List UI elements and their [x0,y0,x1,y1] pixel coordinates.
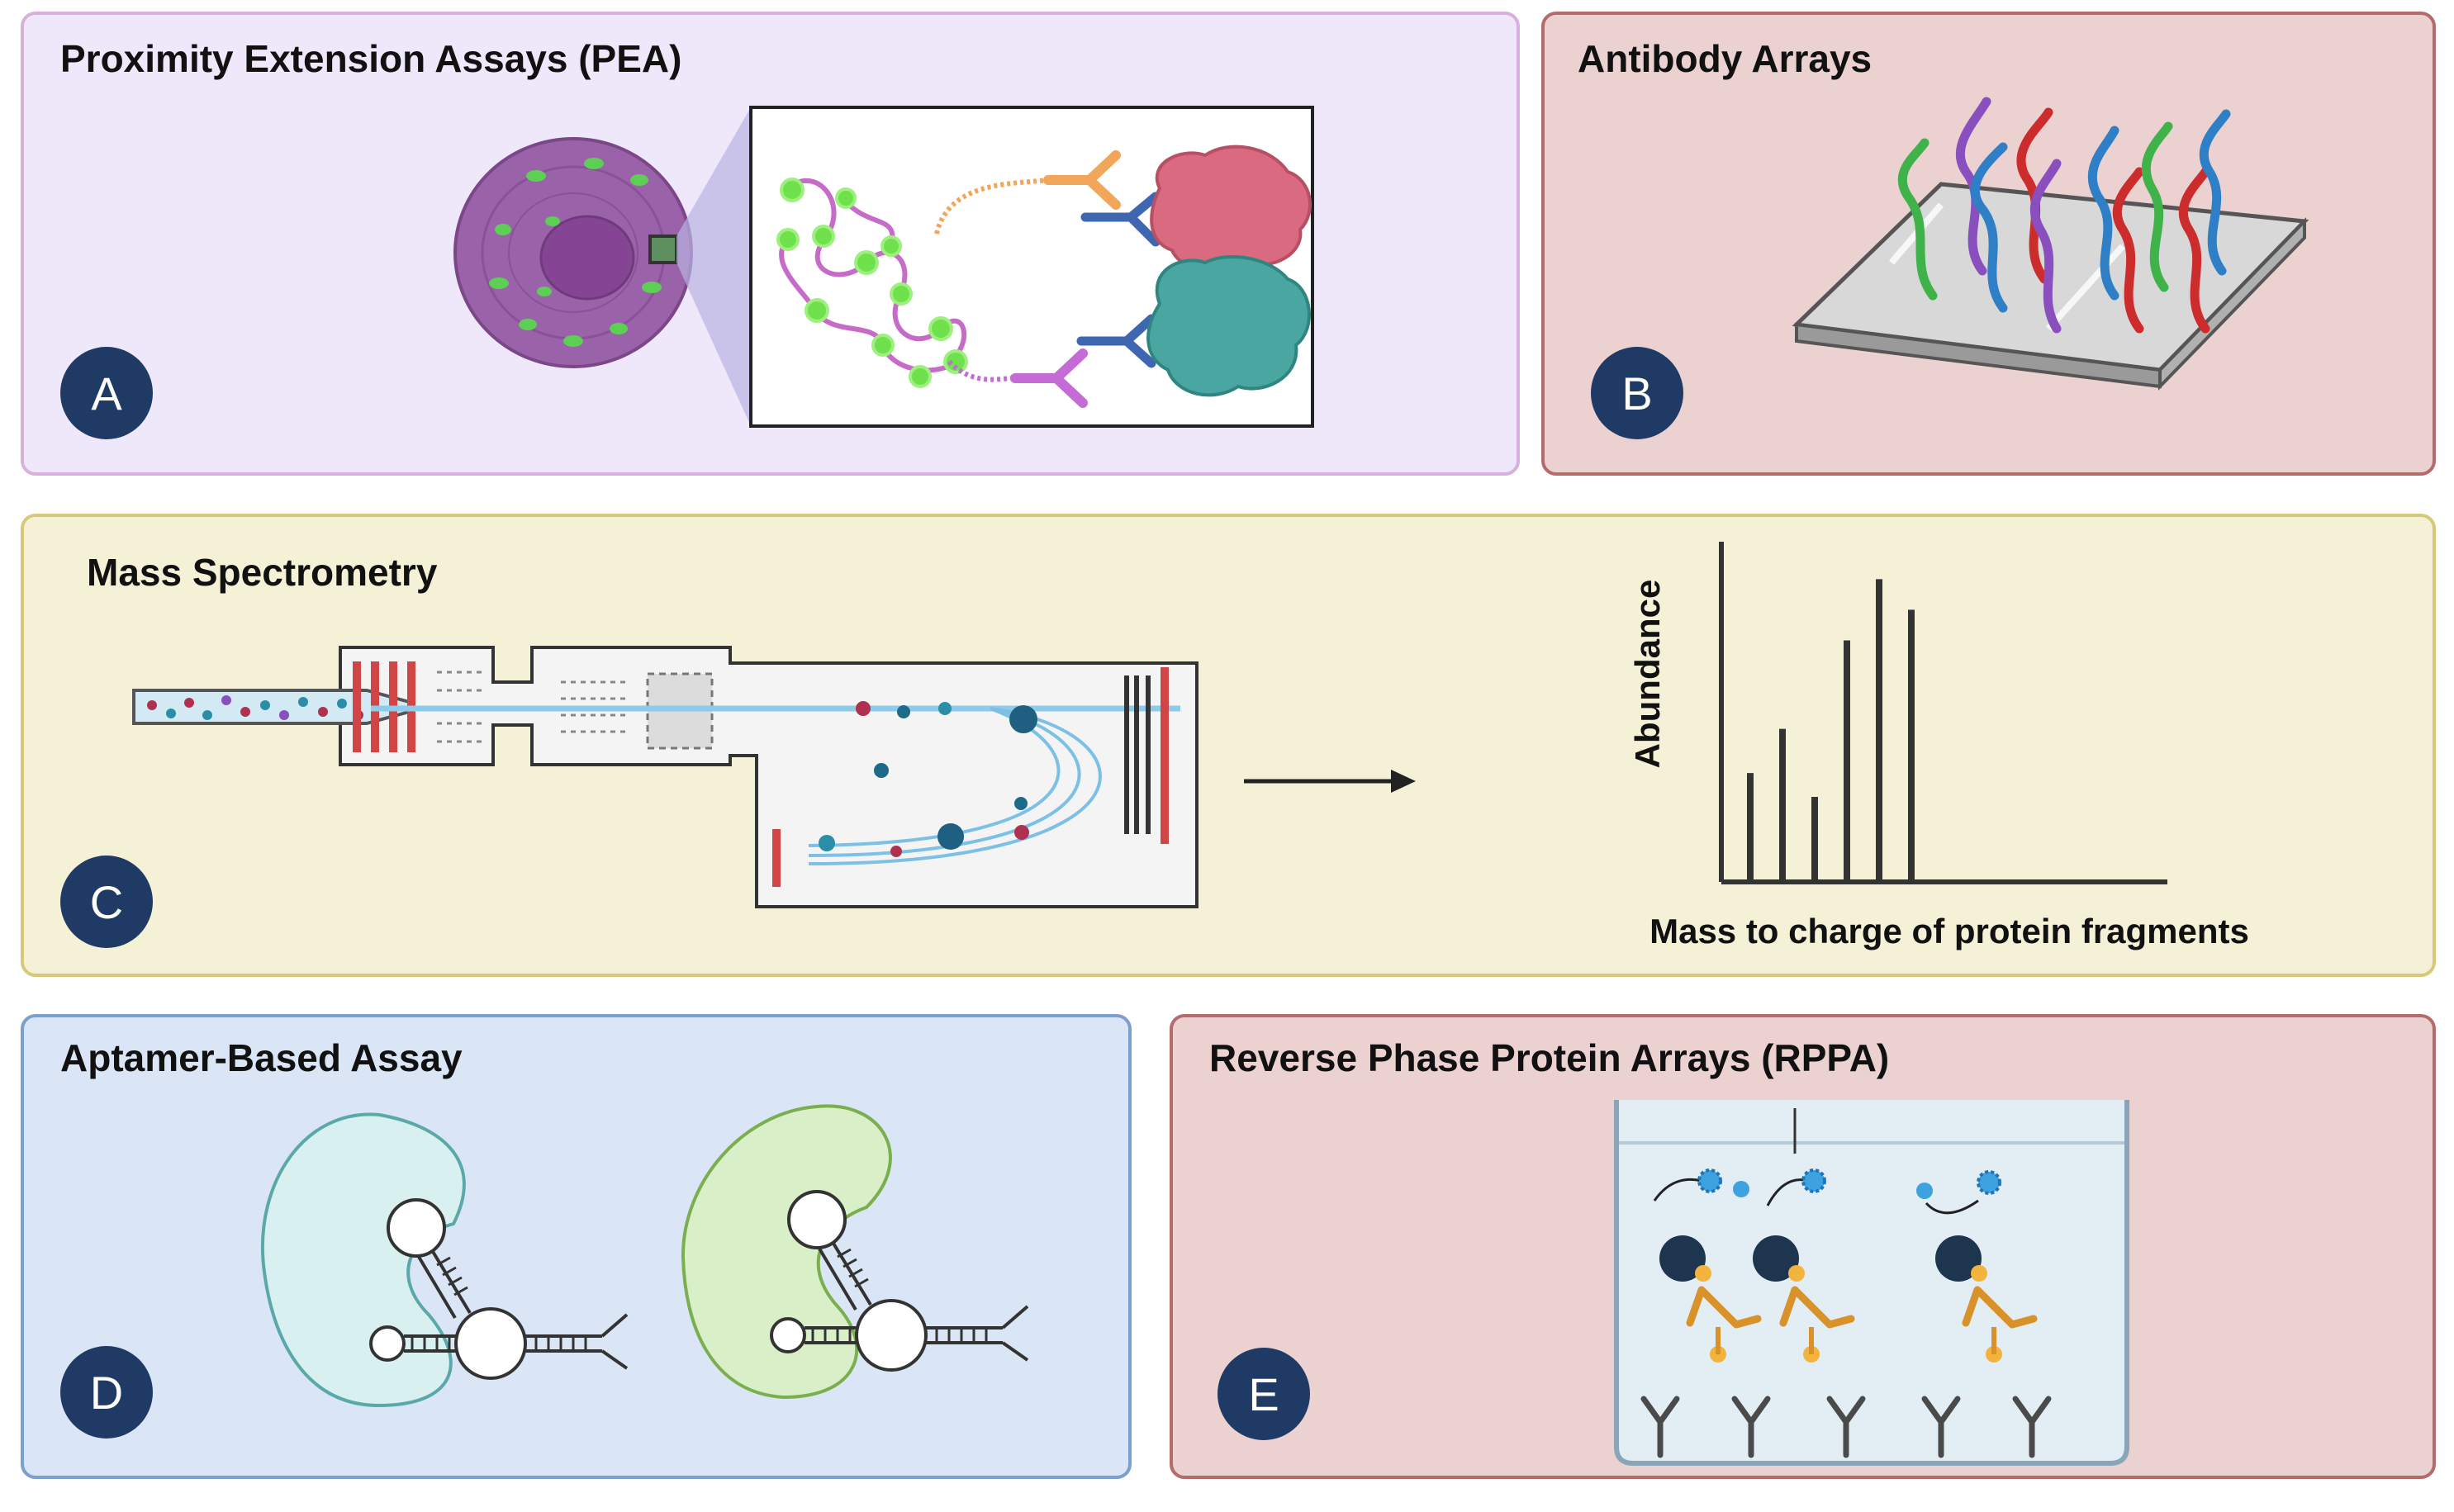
target-protein-teal [260,1112,466,1408]
aptamer-illustration [260,1104,1029,1408]
rppa-illustration [1614,1100,2129,1466]
sample-inlet [132,689,414,725]
spectrometer-body [339,646,1199,908]
panel-badge: A [60,347,153,439]
panel-rppa: Reverse Phase Protein Arrays (RPPA) [1170,1014,2436,1479]
zoom-box [648,235,678,264]
panel-antibody-arrays: Antibody Arrays B [1541,12,2436,476]
panel-title: Mass Spectrometry [87,551,438,594]
cell-nucleus [539,215,635,301]
assay-well [1614,1100,2129,1466]
detector [772,667,1169,887]
spectrum-y-label: Abundance [1628,580,1667,769]
detection-complex-1 [1653,1168,1762,1363]
detection-complex-3 [1916,1170,2038,1363]
panel-badge: C [60,856,153,948]
antibody-blue-bottom [1076,314,1156,368]
antibody-array-illustration [1792,97,2309,391]
spectrum-x-label: Mass to charge of protein fragments [1649,912,2249,950]
panel-aptamer-assay: Aptamer-Based Assay [21,1014,1132,1479]
panel-badge: D [60,1346,153,1439]
antibody-blue-top [1080,192,1161,247]
panel-title: Antibody Arrays [1578,37,1873,80]
aptamer-2 [770,1190,1029,1372]
antibody-purple [1010,348,1088,408]
panel-badge: E [1218,1348,1310,1440]
target-protein-green [681,1104,892,1400]
panel-title: Proximity Extension Assays (PEA) [60,37,682,80]
panel-title: Aptamer-Based Assay [60,1036,463,1079]
panel-badge: B [1591,347,1683,439]
target-protein-teal [1146,255,1311,397]
sample-ions [147,695,363,720]
mass-spectrometer-illustration: Abundance Mass to charge of protein frag… [132,542,2249,950]
target-protein-red [1150,145,1312,273]
capture-antibodies [1640,1396,2052,1458]
ions-in-flight [819,701,1037,857]
pea-illustration [453,106,1314,428]
panel-title: Reverse Phase Protein Arrays (RPPA) [1209,1036,1890,1079]
antibody-strands [1897,97,2231,334]
antibody-orange [1043,150,1121,210]
mass-spectrum [1719,542,2167,884]
detection-complex-2 [1733,1168,1855,1363]
arrow-head [1391,770,1416,793]
panel-mass-spectrometry: Mass Spectrometry [21,514,2436,977]
fluorescent-probes [776,178,968,388]
panel-pea: Proximity Extension Assays (PEA) [21,12,1520,476]
aptamer-1 [369,1198,629,1380]
cell-proteins [489,158,662,347]
